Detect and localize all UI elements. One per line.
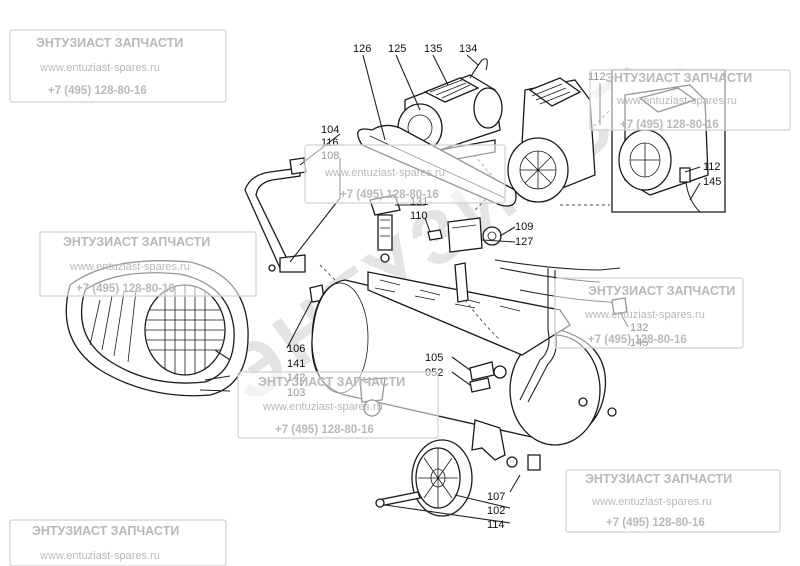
callout-134: 134 (459, 43, 477, 55)
callout-125: 125 (388, 43, 406, 55)
callout-112-inset: 112 (703, 161, 721, 173)
watermark-phone: +7 (495) 128-80-16 (620, 119, 719, 131)
watermark-title: ЭНТУЗИАСТ ЗАПЧАСТИ (32, 524, 179, 538)
guide-lines (319, 109, 611, 346)
callout-145-inset: 145 (703, 176, 721, 188)
tank-valves (469, 361, 507, 393)
callout-102: 102 (487, 505, 505, 517)
watermark-title: ЭНТУЗИАСТ ЗАПЧАСТИ (585, 472, 732, 486)
watermark-title: ЭНТУЗИАСТ ЗАПЧАСТИ (258, 375, 405, 389)
watermark-box-bottom-left: ЭНТУЗИАСТ ЗАПЧАСТИ www.entuziast-spares.… (9, 519, 227, 566)
watermark-box-bottom-right: ЭНТУЗИАСТ ЗАПЧАСТИ www.entuziast-spares.… (565, 469, 781, 533)
watermark-phone: +7 (495) 128-80-16 (275, 424, 374, 436)
compressor-pump (507, 77, 596, 203)
watermark-title: ЭНТУЗИАСТ ЗАПЧАСТИ (36, 36, 183, 50)
watermark-url: www.entuziast-spares.ru (39, 62, 160, 74)
watermark-url: www.entuziast-spares.ru (616, 95, 737, 107)
watermark-url: www.entuziast-spares.ru (584, 309, 705, 321)
callout-105: 105 (425, 352, 443, 364)
pressure-switch (447, 217, 502, 253)
watermark-phone: +7 (495) 128-80-16 (340, 189, 439, 201)
watermark-title: ЭНТУЗИАСТ ЗАПЧАСТИ (63, 235, 210, 249)
callout-106: 106 (287, 343, 305, 355)
electric-motor (397, 58, 503, 163)
watermark-phone: +7 (495) 128-80-16 (588, 334, 687, 346)
watermark-url: www.entuziast-spares.ru (591, 496, 712, 508)
watermark-url: www.entuziast-spares.ru (324, 167, 445, 179)
watermark-box-center: ЭНТУЗИАСТ ЗАПЧАСТИ www.entuziast-spares.… (237, 371, 439, 439)
callout-127: 127 (515, 236, 533, 248)
callout-107: 107 (487, 491, 505, 503)
callout-114: 114 (487, 519, 505, 531)
callout-126: 126 (353, 43, 371, 55)
tank-foot (471, 419, 506, 461)
watermark-title: ЭНТУЗИАСТ ЗАПЧАСТИ (588, 284, 735, 298)
callout-104: 104 (321, 124, 339, 136)
watermark-box-center-top: www.entuziast-spares.ru +7 (495) 128-80-… (304, 144, 506, 204)
watermark-box-mid-left: ЭНТУЗИАСТ ЗАПЧАСТИ www.entuziast-spares.… (39, 231, 257, 297)
callout-141: 141 (287, 358, 305, 370)
watermark-title: ЭНТУЗИАСТ ЗАПЧАСТИ (605, 71, 752, 85)
watermark-box-top-right: ЭНТУЗИАСТ ЗАПЧАСТИ www.entuziast-spares.… (589, 69, 791, 131)
watermark-url: www.entuziast-spares.ru (39, 550, 160, 562)
watermark-box-top-left: ЭНТУЗИАСТ ЗАПЧАСТИ www.entuziast-spares.… (9, 29, 227, 103)
intake-pipe (244, 157, 307, 273)
callout-109: 109 (515, 221, 533, 233)
watermark-box-mid-right: ЭНТУЗИАСТ ЗАПЧАСТИ www.entuziast-spares.… (554, 277, 744, 349)
watermark-url: www.entuziast-spares.ru (69, 261, 190, 273)
watermark-phone: +7 (495) 128-80-16 (606, 517, 705, 529)
callout-110: 110 (410, 210, 428, 222)
watermark-phone: +7 (495) 128-80-16 (48, 85, 147, 97)
filter-unit (369, 194, 443, 263)
callout-135: 135 (424, 43, 442, 55)
watermark-phone: +7 (495) 128-80-16 (76, 283, 175, 295)
wheel-assembly (375, 439, 541, 517)
watermark-url: www.entuziast-spares.ru (262, 401, 383, 413)
